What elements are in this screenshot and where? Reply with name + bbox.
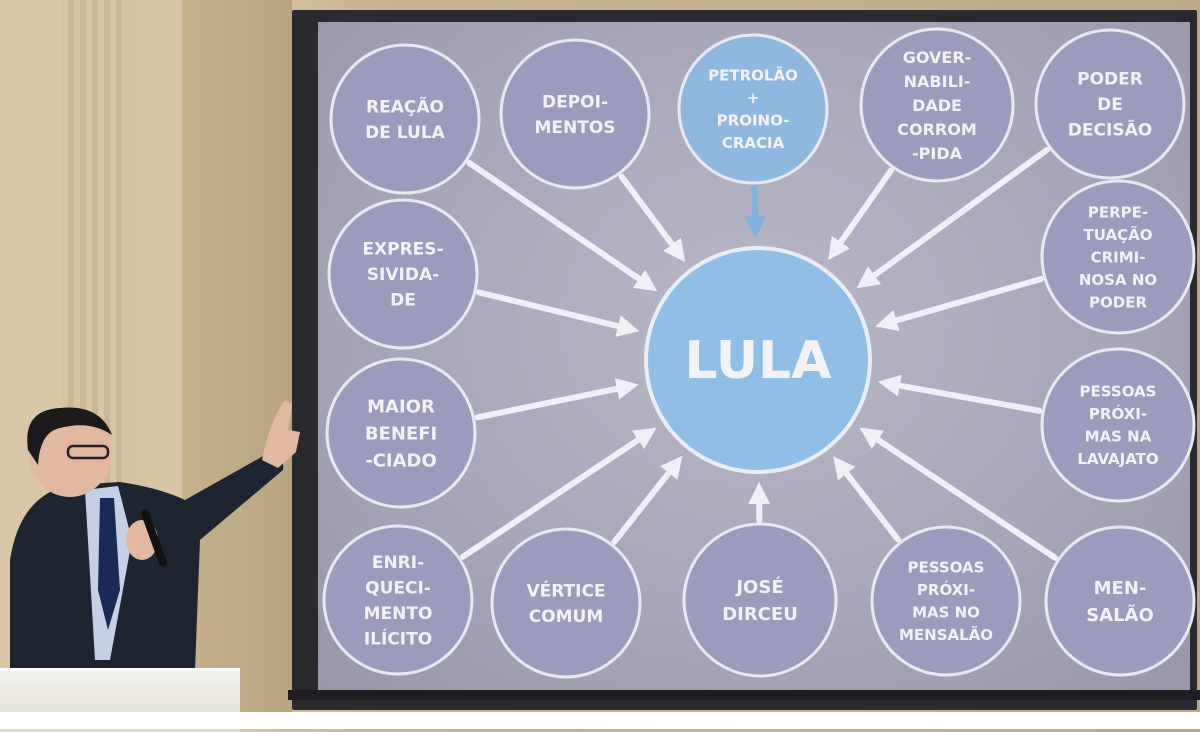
node-label-line: GOVER-	[903, 48, 972, 67]
arrow-pessoas-mensalao	[833, 456, 898, 539]
node-label-line: VÉRTICE	[526, 579, 605, 601]
node-label-line: +	[747, 89, 760, 107]
nodes: REAÇÃO DE LULA DEPOI- MENTOS PETROLÃO + PROINO…	[324, 29, 1194, 677]
node-depoimentos: DEPOI- MENTOS	[501, 40, 649, 188]
node-petrolao: PETROLÃO + PROINO- CRACIA	[679, 35, 827, 183]
node-label-line: -PIDA	[912, 144, 963, 163]
node-label-line: MAIOR	[367, 396, 435, 417]
node-enriquecimento: ENRI- QUECI- MENTO ILÍCITO	[324, 526, 472, 674]
node-label-line: TUAÇÃO	[1084, 225, 1153, 244]
node-label-line: CRACIA	[722, 134, 785, 152]
node-circle	[501, 40, 649, 188]
arrow-pessoas-lavajato	[878, 375, 1039, 411]
bottom-border	[0, 712, 1200, 729]
node-label-line: MENTO	[364, 604, 433, 624]
node-circle	[1046, 527, 1194, 675]
node-label-line: EXPRES-	[362, 240, 443, 260]
node-label-line: DE	[1097, 95, 1123, 115]
node-label-line: SALÃO	[1086, 603, 1154, 626]
node-label-line: MAS NO	[912, 604, 980, 622]
node-label-line: JOSÉ	[734, 576, 783, 598]
node-label-line: PODER	[1089, 293, 1147, 311]
node-label-line: PESSOAS	[908, 559, 985, 577]
node-governabilidade: GOVER- NABILI- DADE CORROM -PIDA	[861, 29, 1013, 181]
node-label-line: DE	[390, 291, 416, 311]
node-jose: JOSÉ DIRCEU	[684, 524, 836, 676]
node-label-line: MAS NA	[1085, 428, 1152, 446]
node-expressividade: EXPRES- SIVIDA- DE	[329, 200, 477, 348]
node-label-line: DE LULA	[365, 123, 446, 143]
node-label-line: NOSA NO	[1079, 271, 1157, 289]
node-label-line: PESSOAS	[1080, 383, 1157, 401]
node-circle	[1042, 349, 1194, 501]
node-maior: MAIOR BENEFI -CIADO	[327, 359, 475, 507]
node-label-line: -CIADO	[365, 450, 437, 471]
arrow-vertice	[614, 456, 682, 542]
node-label-line: PRÓXI-	[1089, 404, 1147, 423]
node-label-line: DEPOI-	[542, 92, 608, 112]
arrow-expressividade	[479, 292, 640, 336]
center-node: LULA	[646, 248, 870, 472]
node-label-line: PROINO-	[717, 112, 790, 130]
node-label-line: MENTOS	[534, 118, 615, 138]
node-label-line: PETROLÃO	[708, 66, 798, 85]
node-label-line: REAÇÃO	[366, 94, 444, 117]
node-circle	[679, 35, 827, 183]
node-circle	[492, 529, 640, 677]
node-label-line: SIVIDA-	[367, 265, 439, 285]
center-label: LULA	[685, 331, 832, 391]
node-circle	[872, 527, 1020, 675]
node-circle	[331, 45, 479, 193]
arrow-perpetuacao	[875, 279, 1041, 331]
node-reacao: REAÇÃO DE LULA	[331, 45, 479, 193]
node-label-line: DADE	[912, 96, 962, 115]
node-label-line: DECISÃO	[1068, 118, 1152, 141]
node-label-line: CORROM	[897, 120, 977, 139]
node-label-line: PODER	[1077, 70, 1143, 90]
node-label-line: ILÍCITO	[364, 627, 432, 649]
node-label-line: QUECI-	[365, 578, 431, 598]
node-label-line: COMUM	[529, 607, 604, 627]
node-perpetuacao: PERPE- TUAÇÃO CRIMI- NOSA NO PODER	[1042, 181, 1194, 333]
node-label-line: DIRCEU	[722, 604, 798, 625]
node-pessoas-lavajato: PESSOAS PRÓXI- MAS NA LAVAJATO	[1042, 349, 1194, 501]
node-label-line: LAVAJATO	[1077, 450, 1158, 468]
arrow-governabilidade	[828, 170, 891, 260]
node-pessoas-mensalao: PESSOAS PRÓXI- MAS NO MENSALÃO	[872, 527, 1020, 675]
node-mensalao: MEN- SALÃO	[1046, 527, 1194, 675]
node-label-line: CRIMI-	[1091, 248, 1146, 266]
node-poder: PODER DE DECISÃO	[1036, 30, 1184, 178]
node-label-line: MENSALÃO	[899, 625, 993, 644]
node-vertice: VÉRTICE COMUM	[492, 529, 640, 677]
node-circle	[684, 524, 836, 676]
node-label-line: BENEFI	[365, 423, 437, 444]
node-label-line: MEN-	[1094, 578, 1147, 599]
node-label-line: NABILI-	[904, 72, 971, 91]
node-label-line: PRÓXI-	[917, 580, 975, 599]
node-circle	[324, 526, 472, 674]
arrow-jose	[748, 482, 770, 520]
arrow-petrolao	[744, 187, 766, 238]
arrow-depoimentos	[622, 177, 686, 263]
node-label-line: PERPE-	[1088, 203, 1148, 221]
arrow-maior	[477, 378, 638, 417]
node-label-line: ENRI-	[372, 553, 424, 573]
